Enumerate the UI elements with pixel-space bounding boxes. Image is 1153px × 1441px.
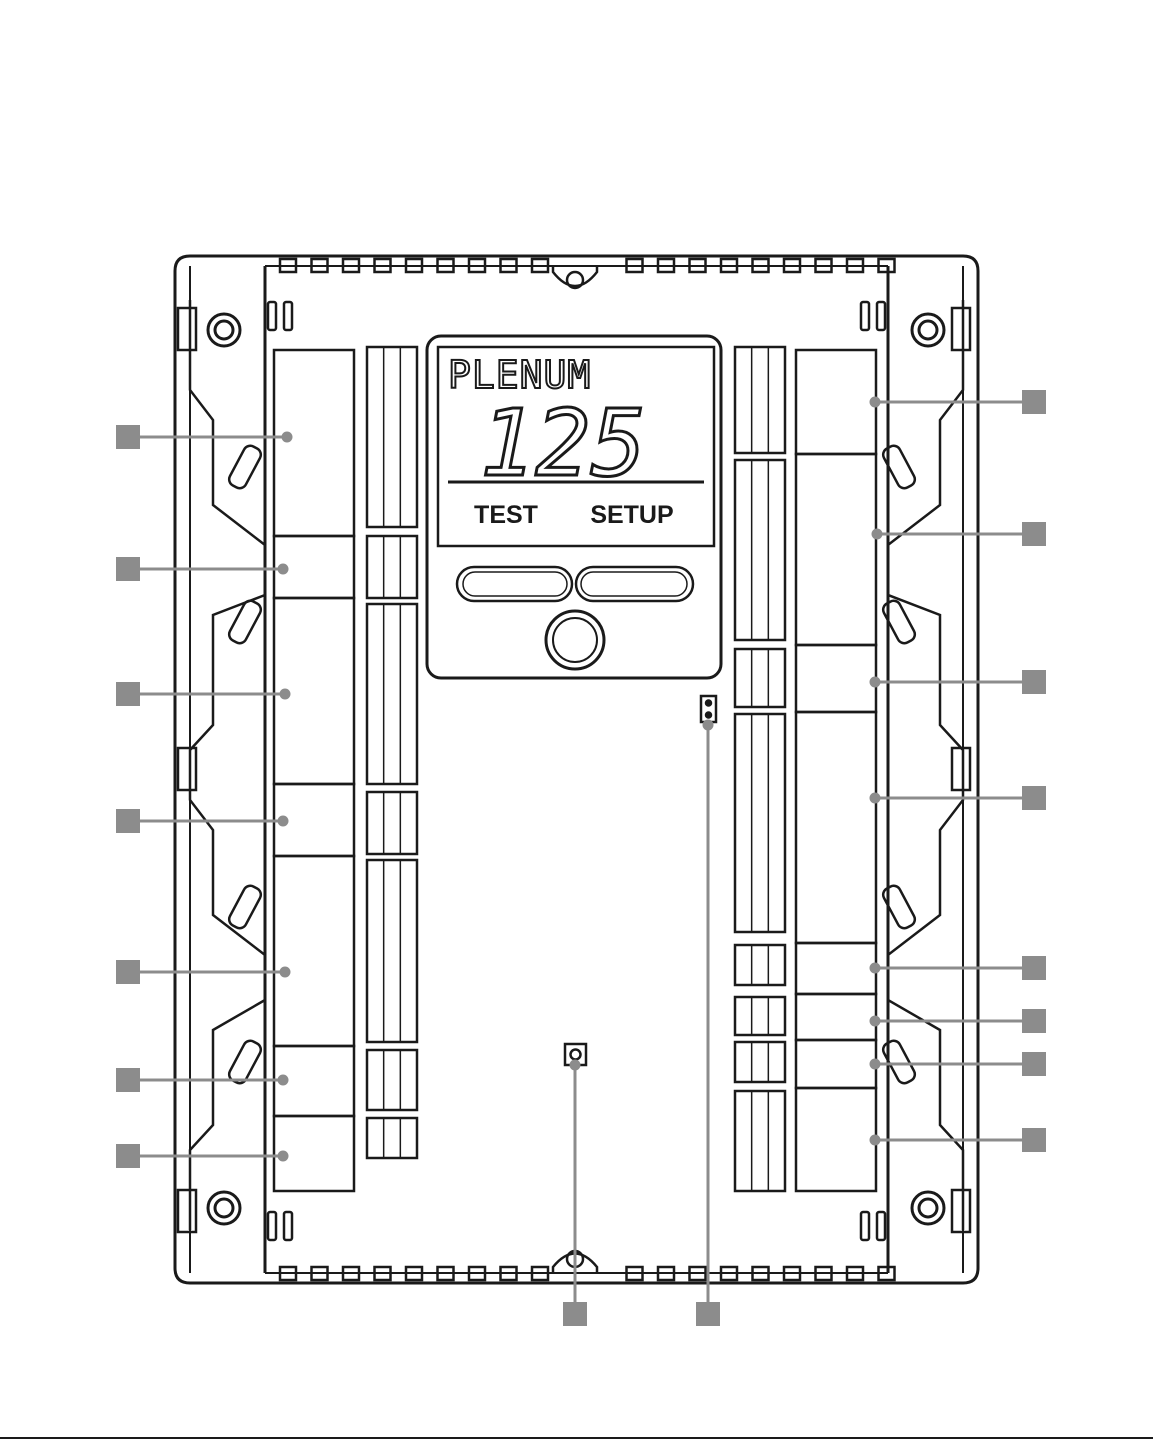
slot-bl-b bbox=[284, 1212, 292, 1240]
left-clip-mid bbox=[178, 748, 196, 790]
callout-marker bbox=[116, 557, 140, 581]
terminal-cell bbox=[796, 454, 876, 645]
screw-hole-bottom-right-icon bbox=[912, 1192, 944, 1224]
callout-marker bbox=[1022, 956, 1046, 980]
terminal-cell bbox=[735, 649, 785, 707]
terminal-cell bbox=[796, 645, 876, 712]
terminal-cell bbox=[735, 347, 785, 453]
right-clip-top bbox=[952, 308, 970, 350]
callout-dot bbox=[870, 677, 881, 688]
left-slot-2 bbox=[227, 598, 264, 645]
callout-marker bbox=[1022, 1052, 1046, 1076]
terminal-cell bbox=[367, 347, 417, 527]
slot-br-a bbox=[861, 1212, 869, 1240]
right-clip-bottom bbox=[952, 1190, 970, 1232]
terminal-cell bbox=[367, 604, 417, 784]
callout-dot bbox=[278, 816, 289, 827]
terminal-cell bbox=[735, 1042, 785, 1082]
callout-marker bbox=[563, 1302, 587, 1326]
jumper-pin-1 bbox=[706, 701, 711, 706]
terminal-cell bbox=[274, 350, 354, 536]
callout-marker bbox=[1022, 522, 1046, 546]
callout-dot bbox=[278, 1075, 289, 1086]
callout-dot bbox=[282, 432, 293, 443]
terminal-cell bbox=[796, 1088, 876, 1191]
callout-dot bbox=[570, 1060, 581, 1071]
right-clip-mid bbox=[952, 748, 970, 790]
left-clip-bottom bbox=[178, 1190, 196, 1232]
terminal-cell bbox=[735, 460, 785, 640]
terminal-cell bbox=[735, 1091, 785, 1191]
terminal-cell bbox=[367, 860, 417, 1042]
callout-dot bbox=[870, 1059, 881, 1070]
callout-dot bbox=[870, 397, 881, 408]
callout-dot bbox=[280, 967, 291, 978]
setup-button-inner bbox=[581, 572, 687, 596]
terminal-cell bbox=[367, 1118, 417, 1158]
callout-dot bbox=[278, 1151, 289, 1162]
callout-dot bbox=[280, 689, 291, 700]
callout-marker bbox=[1022, 1128, 1046, 1152]
terminal-cell bbox=[367, 1050, 417, 1110]
terminal-cell bbox=[274, 856, 354, 1046]
right-slot-4 bbox=[881, 1038, 918, 1085]
callout-dot bbox=[703, 720, 714, 731]
lcd-test-label: TEST bbox=[474, 501, 538, 529]
terminal-cell bbox=[796, 943, 876, 994]
test-button-inner bbox=[463, 572, 567, 596]
slot-tr-a bbox=[861, 302, 869, 330]
right-slot-1 bbox=[881, 443, 918, 490]
callout-marker bbox=[116, 960, 140, 984]
callout-dot bbox=[870, 1135, 881, 1146]
callout-dot bbox=[870, 793, 881, 804]
slot-br-b bbox=[877, 1212, 885, 1240]
screw-hole-top-right-icon bbox=[912, 314, 944, 346]
callout-marker bbox=[116, 682, 140, 706]
terminal-cell bbox=[735, 945, 785, 985]
callout-dot bbox=[870, 963, 881, 974]
terminal-cell bbox=[367, 792, 417, 854]
slot-tl-b bbox=[284, 302, 292, 330]
terminal-cell bbox=[735, 997, 785, 1035]
terminal-cell bbox=[735, 714, 785, 932]
callout-marker bbox=[1022, 786, 1046, 810]
left-slot-3 bbox=[227, 883, 264, 930]
display-module: PLENUM 125 TEST SETUP bbox=[427, 336, 721, 678]
terminal-cell bbox=[796, 350, 876, 454]
callout-dot bbox=[870, 1016, 881, 1027]
screw-hole-top-left-icon bbox=[208, 314, 240, 346]
callout-marker bbox=[116, 1144, 140, 1168]
left-rib-wall bbox=[190, 300, 265, 1230]
callout-marker bbox=[1022, 670, 1046, 694]
reset-pad-hole bbox=[571, 1050, 581, 1060]
callout-marker bbox=[116, 1068, 140, 1092]
callout-marker bbox=[116, 425, 140, 449]
terminal-cell bbox=[796, 994, 876, 1040]
slot-tl-a bbox=[268, 302, 276, 330]
left-clip-top bbox=[178, 308, 196, 350]
round-button[interactable] bbox=[546, 611, 604, 669]
callout-marker bbox=[116, 809, 140, 833]
callout-dot bbox=[872, 529, 883, 540]
board-components bbox=[565, 696, 716, 1065]
screw-hole-bottom-left-icon bbox=[208, 1192, 240, 1224]
top-hang-tab bbox=[553, 266, 597, 286]
callout-marker bbox=[696, 1302, 720, 1326]
slot-bl-a bbox=[268, 1212, 276, 1240]
callout-marker bbox=[1022, 1009, 1046, 1033]
lcd-setup-label: SETUP bbox=[590, 501, 673, 529]
round-button-inner bbox=[553, 618, 597, 662]
callout-dot bbox=[278, 564, 289, 575]
callout-marker bbox=[1022, 390, 1046, 414]
right-slot-3 bbox=[881, 883, 918, 930]
jumper-pin-2 bbox=[706, 713, 711, 718]
left-slot-1 bbox=[227, 443, 264, 490]
terminal-cell bbox=[796, 712, 876, 943]
terminal-cell bbox=[367, 536, 417, 598]
slot-tr-b bbox=[877, 302, 885, 330]
terminal-cell bbox=[796, 1040, 876, 1088]
